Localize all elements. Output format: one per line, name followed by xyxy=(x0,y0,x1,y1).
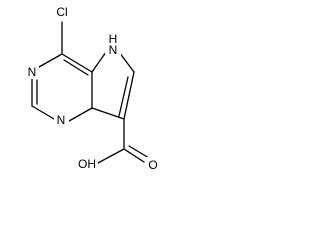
atom-n5: N xyxy=(109,43,118,57)
atom-n3: N xyxy=(28,65,37,79)
bond-c2-n1 xyxy=(31,105,55,120)
atom-cl: Cl xyxy=(56,5,67,19)
bond-n1-c7a xyxy=(68,107,93,122)
bond-c4-c4a-inner xyxy=(63,59,89,76)
atom-hydroxyl: OH xyxy=(78,157,96,171)
bond-c4a-n5 xyxy=(91,51,107,73)
bond-ccooh-o-double xyxy=(128,145,150,159)
atom-carbonyl-oxygen: O xyxy=(148,158,157,172)
atom-labels: Cl N N H N OH O xyxy=(25,4,160,172)
atom-n1: N xyxy=(57,113,66,127)
bond-ccooh-oh xyxy=(97,148,125,164)
bond-c4-n3 xyxy=(38,53,63,68)
bond-n5-c6 xyxy=(118,51,135,73)
bond-c7-c7a xyxy=(91,107,125,120)
bond-c4-c4a xyxy=(61,53,93,73)
atom-nh-hydrogen: H xyxy=(109,32,118,46)
bond-c6-c7 xyxy=(123,71,135,120)
bond-ccooh-o xyxy=(123,148,145,163)
bond-c6-c7-inner xyxy=(118,76,129,117)
structure-diagram: Cl N N H N OH O xyxy=(25,4,160,172)
bonds xyxy=(31,21,150,164)
